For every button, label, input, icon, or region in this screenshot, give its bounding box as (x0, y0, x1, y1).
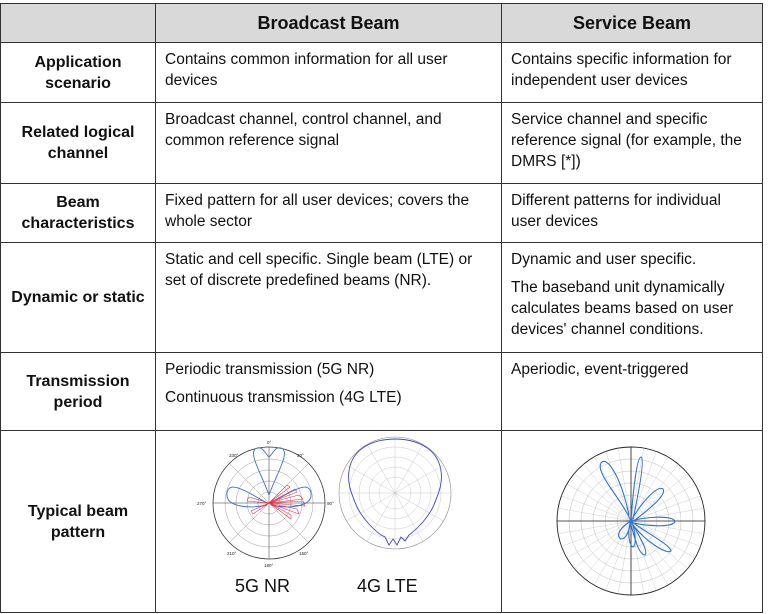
lte-polar-plot (338, 436, 451, 550)
cell-text: Fixed pattern for all user devices; cove… (165, 192, 470, 230)
table-row: Application scenario Contains common inf… (0, 42, 763, 103)
service-pattern-cell (501, 430, 763, 613)
broadcast-pattern-cell: 0° 30° 330° 90° 270° 180° 150° 210° (155, 430, 502, 613)
nr-polar-plot: 0° 30° 330° 90° 270° 180° 150° 210° (197, 440, 334, 568)
service-cell: Service channel and specific reference s… (501, 102, 763, 184)
cell-text: Continuous transmission (4G LTE) (165, 389, 402, 406)
cell-text: Static and cell specific. Single beam (L… (165, 251, 473, 289)
table-row: Related logical channel Broadcast channe… (0, 102, 763, 184)
beam-comparison-table: Broadcast Beam Service Beam Application … (0, 3, 763, 613)
broadcast-cell: Contains common information for all user… (155, 42, 502, 103)
cell-text: Dynamic and user specific. (511, 251, 697, 268)
service-cell: Dynamic and user specific. The baseband … (501, 242, 763, 353)
service-beam-lobes (599, 456, 676, 556)
table-row: Dynamic or static Static and cell specif… (0, 242, 763, 353)
broadcast-cell: Fixed pattern for all user devices; cove… (155, 183, 502, 243)
table-row: Beam characteristics Fixed pattern for a… (0, 183, 763, 243)
svg-text:0°: 0° (267, 440, 272, 445)
cell-text: Broadcast channel, control channel, and … (165, 111, 442, 149)
row-label: Related logical channel (0, 102, 156, 184)
row-label: Typical beam pattern (0, 430, 156, 613)
header-broadcast-beam: Broadcast Beam (155, 3, 502, 43)
cell-text: Service channel and specific reference s… (511, 111, 742, 170)
cell-text: Aperiodic, event-triggered (511, 361, 689, 378)
service-beam-pattern (556, 446, 705, 596)
cell-text: Contains common information for all user… (165, 51, 448, 89)
svg-text:210°: 210° (227, 551, 237, 556)
broadcast-cell: Static and cell specific. Single beam (L… (155, 242, 502, 353)
row-label: Beam characteristics (0, 183, 156, 243)
table-row: Typical beam pattern (0, 430, 763, 613)
broadcast-cell: Periodic transmission (5G NR) Continuous… (155, 352, 502, 431)
broadcast-cell: Broadcast channel, control channel, and … (155, 102, 502, 184)
svg-text:90°: 90° (327, 501, 334, 506)
service-cell: Contains specific information for indepe… (501, 42, 763, 103)
cell-text: Different patterns for individual user d… (511, 192, 721, 230)
service-polar-plot (556, 446, 705, 596)
header-service-beam: Service Beam (501, 3, 763, 43)
lte-beam-envelope (347, 438, 442, 546)
header-corner (0, 3, 156, 43)
svg-text:180°: 180° (264, 563, 274, 568)
broadcast-beam-patterns: 0° 30° 330° 90° 270° 180° 150° 210° (197, 436, 451, 596)
nr-caption: 5G NR (235, 576, 290, 596)
svg-text:330°: 330° (229, 453, 239, 458)
cell-text: Contains specific information for indepe… (511, 51, 732, 89)
row-label: Application scenario (0, 42, 156, 103)
cell-text: The baseband unit dynamically calculates… (511, 279, 734, 338)
lte-caption: 4G LTE (357, 576, 418, 596)
cell-text: Periodic transmission (5G NR) (165, 361, 375, 378)
service-cell: Different patterns for individual user d… (501, 183, 763, 243)
svg-text:30°: 30° (297, 453, 304, 458)
nr-red-beams (246, 484, 305, 520)
service-cell: Aperiodic, event-triggered (501, 352, 763, 431)
svg-text:150°: 150° (299, 551, 309, 556)
header-row: Broadcast Beam Service Beam (0, 3, 763, 43)
svg-text:270°: 270° (197, 501, 207, 506)
row-label: Transmission period (0, 352, 156, 431)
table-row: Transmission period Periodic transmissio… (0, 352, 763, 431)
row-label: Dynamic or static (0, 242, 156, 353)
